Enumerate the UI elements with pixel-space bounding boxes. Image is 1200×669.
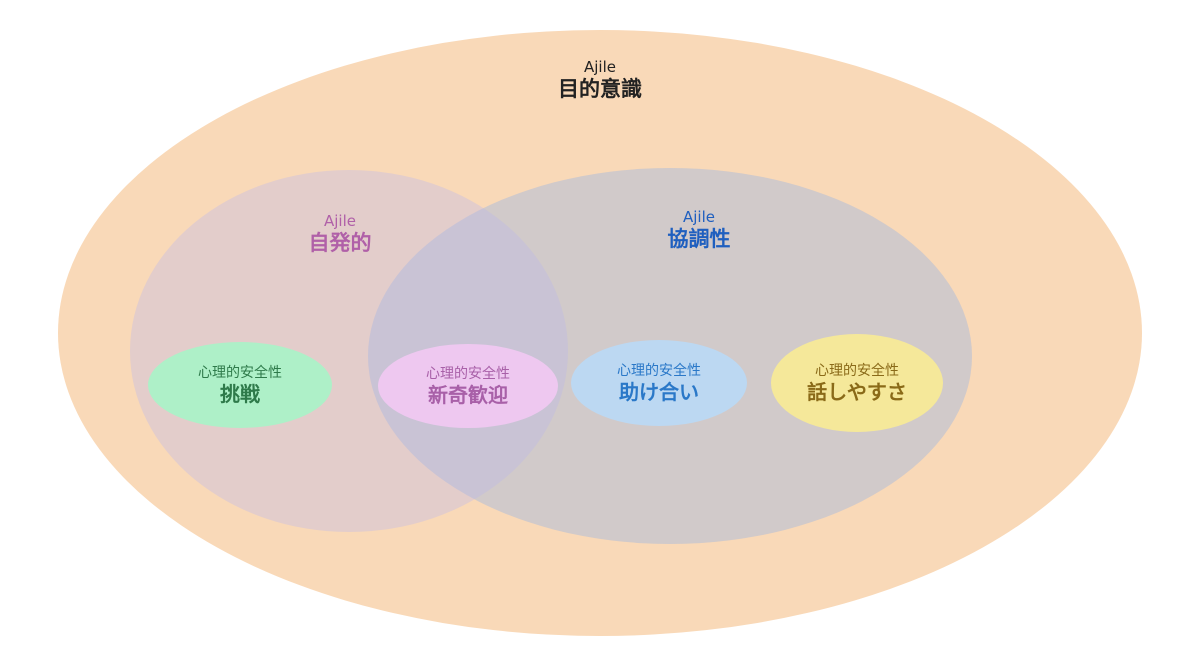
- item-help: 心理的安全性 助け合い: [571, 340, 747, 426]
- left-title: 自発的: [308, 231, 372, 255]
- right-label: Ajile 協調性: [668, 208, 731, 252]
- item-help-title: 助け合い: [619, 379, 699, 404]
- item-challenge-title: 挑戦: [220, 381, 260, 406]
- right-title: 協調性: [667, 227, 731, 251]
- item-talk-title: 話しやすさ: [807, 379, 907, 404]
- outer-title: 目的意識: [558, 77, 642, 101]
- item-help-sub: 心理的安全性: [617, 362, 701, 379]
- left-sub: Ajile: [324, 212, 356, 230]
- item-talk-sub: 心理的安全性: [815, 362, 899, 379]
- item-novelty-title: 新奇歓迎: [428, 382, 508, 407]
- right-sub: Ajile: [683, 208, 715, 226]
- item-novelty-sub: 心理的安全性: [426, 365, 510, 382]
- left-label: Ajile 自発的: [309, 212, 372, 256]
- outer-ellipse: [58, 30, 1142, 636]
- item-challenge: 心理的安全性 挑戦: [148, 342, 332, 428]
- item-talk: 心理的安全性 話しやすさ: [771, 334, 943, 432]
- item-challenge-sub: 心理的安全性: [198, 364, 282, 381]
- outer-sub: Ajile: [584, 58, 616, 76]
- outer-label: Ajile 目的意識: [558, 58, 642, 102]
- item-novelty: 心理的安全性 新奇歓迎: [378, 344, 558, 428]
